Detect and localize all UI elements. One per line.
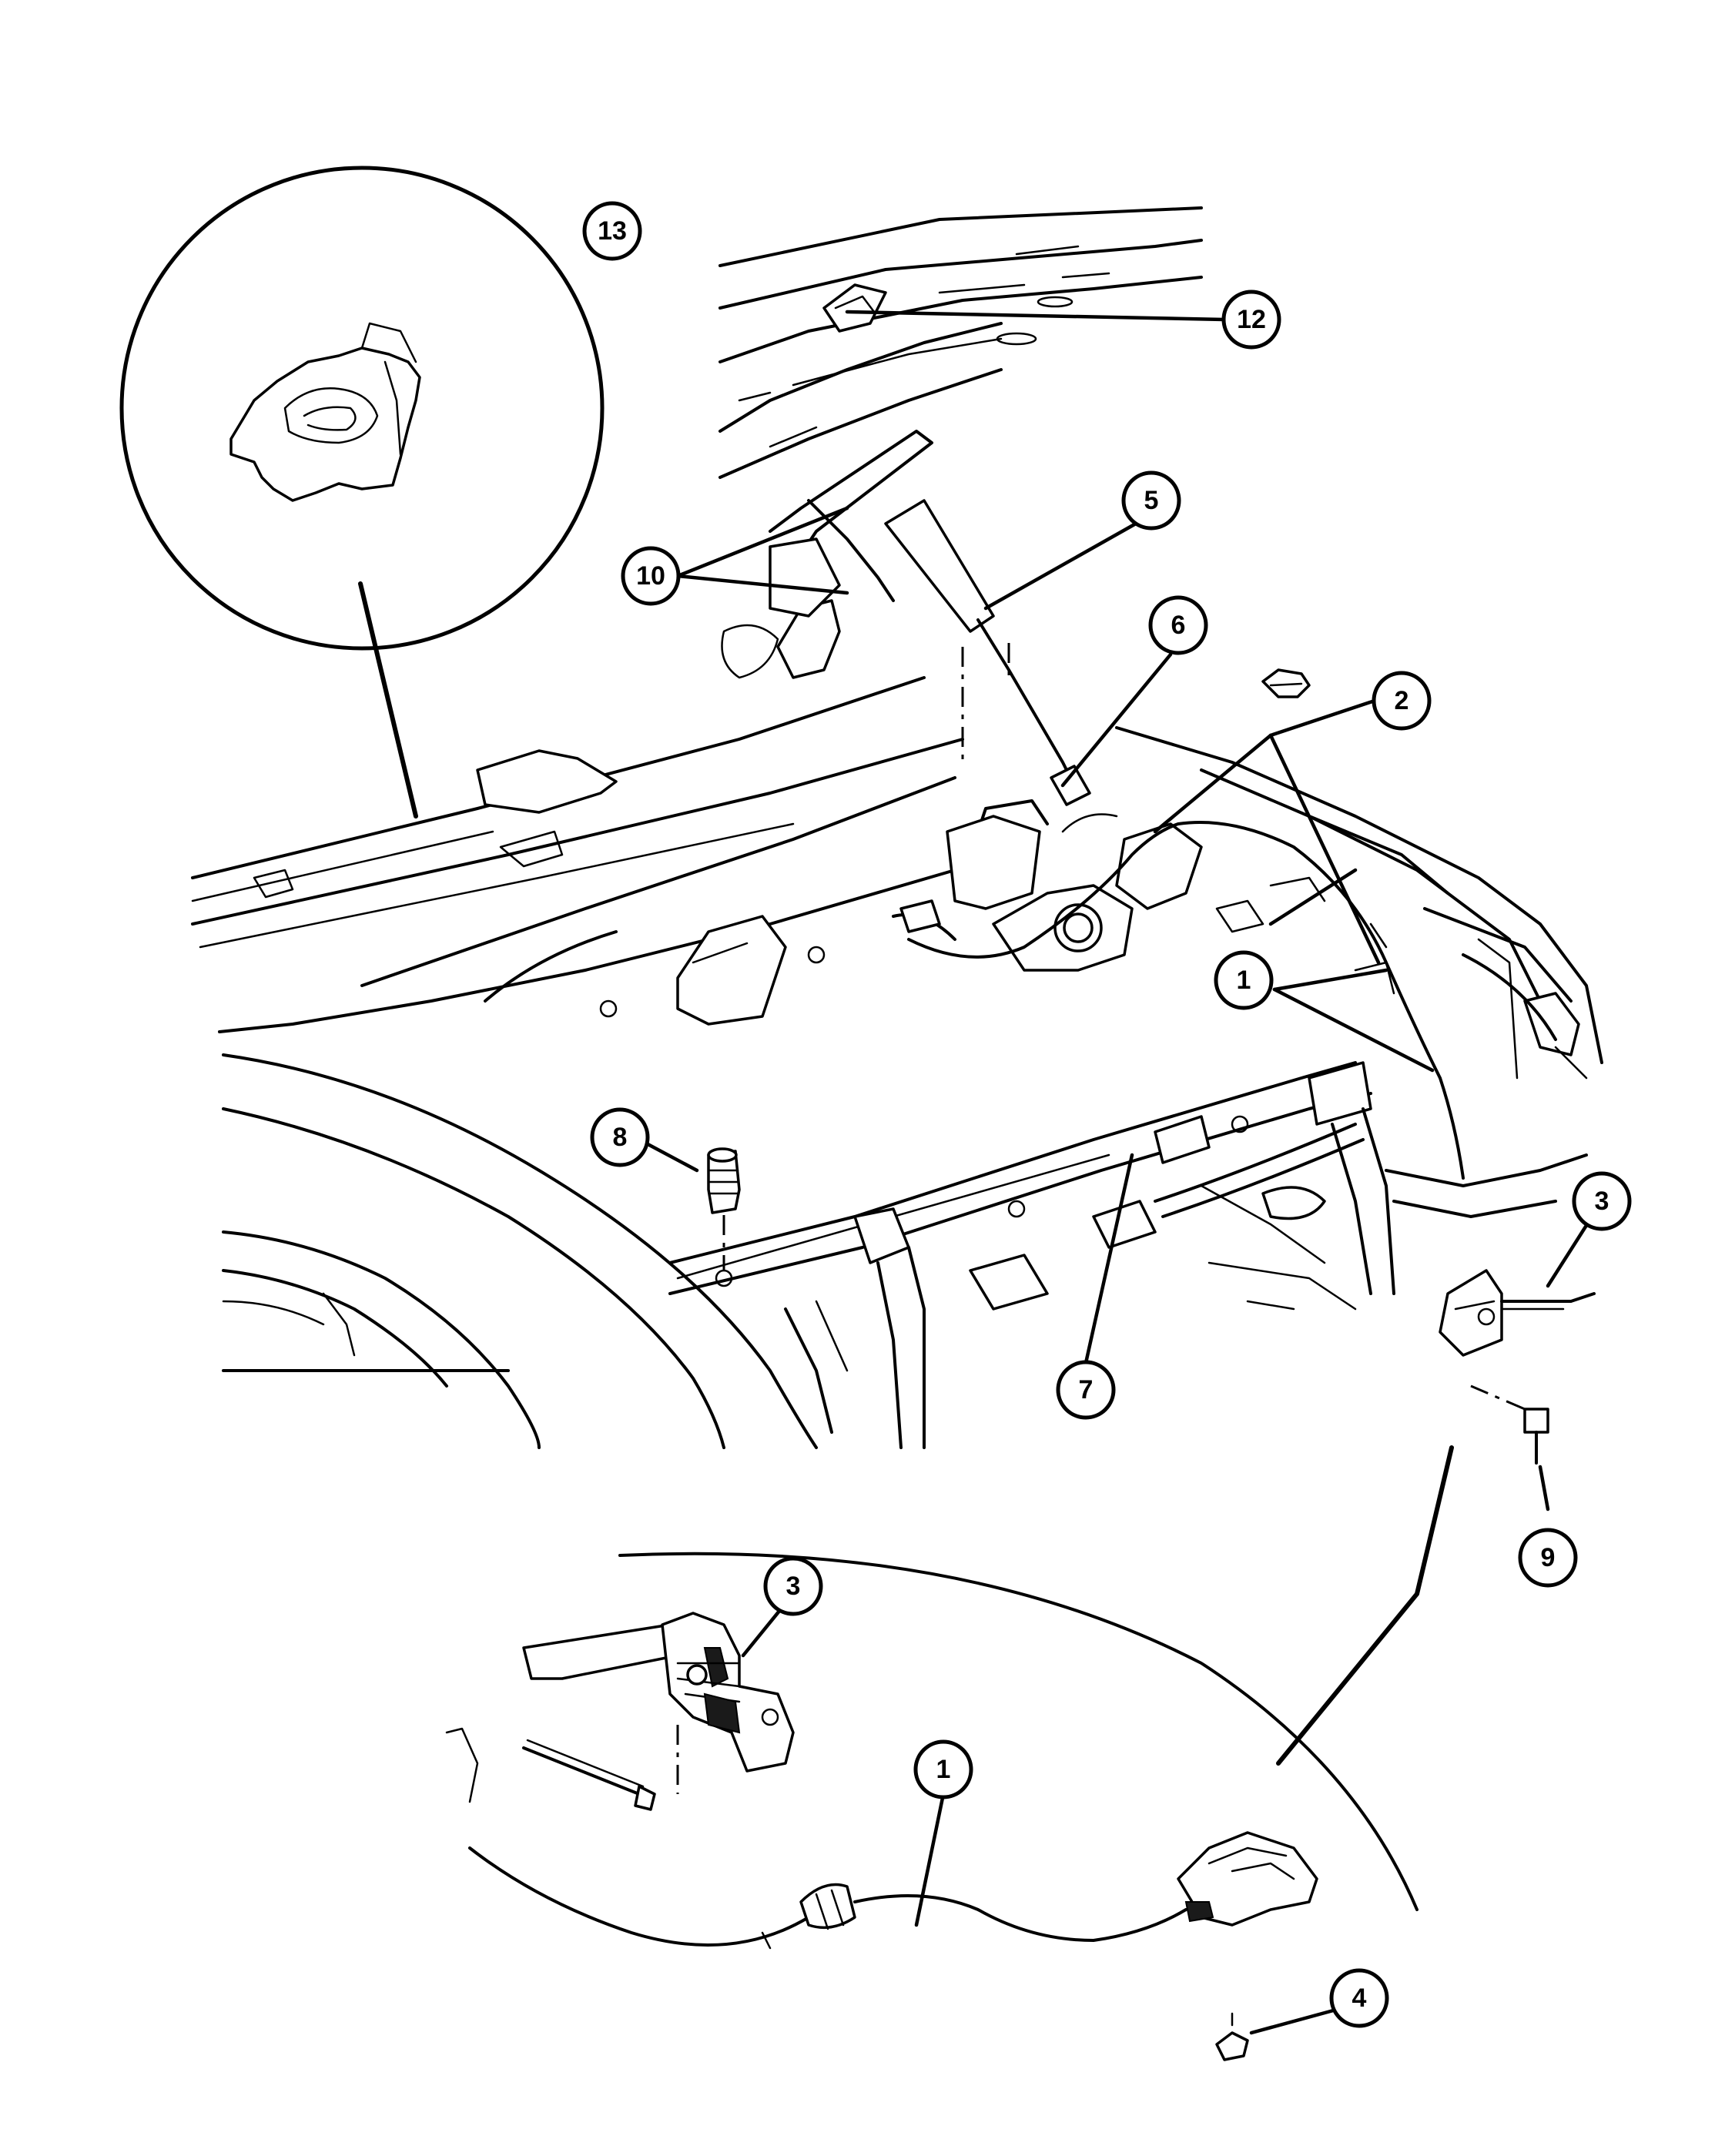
callout-1-lower-label: 1 — [936, 1755, 951, 1784]
callout-3-upper: 3 — [1572, 1171, 1632, 1231]
callout-13-label: 13 — [598, 216, 627, 246]
callout-12: 12 — [1221, 290, 1281, 350]
leader-lines — [595, 233, 1604, 2035]
callout-4-label: 4 — [1352, 1984, 1367, 2013]
hood-latch-detail — [445, 1612, 795, 1811]
engine-compartment — [191, 676, 1603, 1449]
hood-latch-upper — [1439, 1269, 1596, 1357]
callout-3-lower: 3 — [763, 1556, 823, 1616]
callout-8-label: 8 — [613, 1123, 628, 1152]
hood-strut-part — [884, 499, 995, 633]
hood-hinges-and-strut — [721, 430, 1091, 806]
hood-panel — [718, 206, 1203, 479]
callout-1-upper: 1 — [1214, 950, 1274, 1010]
screw-part-4 — [1215, 2012, 1249, 2061]
callout-10: 10 — [621, 546, 681, 606]
hood-release-cable-detail — [468, 1831, 1318, 1950]
detail-view-latch-cable — [618, 1445, 1454, 1911]
hood-bumper-part-8 — [707, 1147, 741, 1270]
callout-13: 13 — [582, 201, 642, 261]
callout-7-label: 7 — [1079, 1375, 1094, 1404]
bumper-stop-part — [229, 322, 421, 502]
callout-8: 8 — [590, 1107, 650, 1167]
callout-3-lower-label: 3 — [786, 1572, 801, 1601]
hood-bumper-12-part — [822, 283, 887, 333]
callout-6-label: 6 — [1171, 611, 1186, 640]
callout-3-upper-label: 3 — [1595, 1187, 1609, 1216]
callout-6: 6 — [1148, 595, 1208, 655]
detail-view-13 — [119, 166, 605, 819]
bolt-part-9 — [1470, 1384, 1549, 1465]
clip-part-2 — [1261, 668, 1311, 698]
callout-9-label: 9 — [1541, 1543, 1556, 1572]
callout-2-label: 2 — [1395, 686, 1409, 715]
callout-5-label: 5 — [1144, 486, 1159, 515]
callout-4: 4 — [1329, 1968, 1389, 2028]
callout-7: 7 — [1056, 1360, 1116, 1420]
callout-5: 5 — [1121, 470, 1181, 531]
callout-9: 9 — [1518, 1528, 1578, 1588]
callout-10-label: 10 — [636, 561, 665, 591]
callout-1-upper-label: 1 — [1237, 966, 1251, 995]
callout-12-label: 12 — [1237, 305, 1266, 334]
callout-1-lower: 1 — [913, 1739, 973, 1799]
callout-2: 2 — [1372, 671, 1432, 731]
